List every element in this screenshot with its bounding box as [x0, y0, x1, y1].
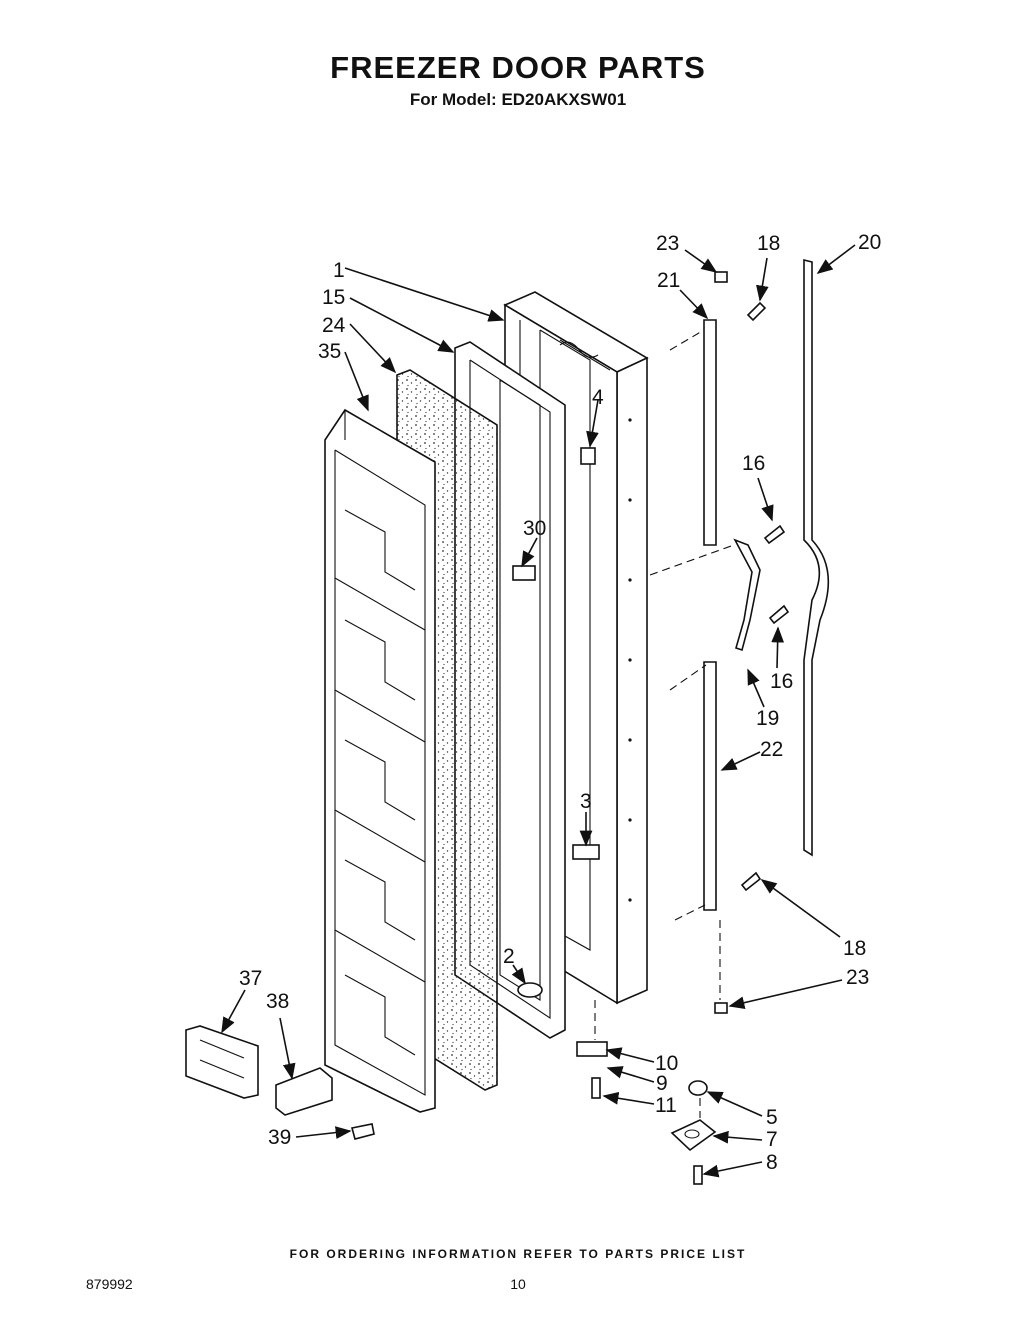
hinge-3 [572, 844, 600, 860]
screw-11 [591, 1077, 601, 1099]
callout-22: 22 [760, 738, 783, 761]
shelf-front-37 [185, 1025, 259, 1099]
end-cap-top [714, 271, 728, 283]
callout-18-top: 18 [757, 232, 780, 255]
callout-15: 15 [322, 286, 345, 309]
callout-16-lower: 16 [770, 670, 793, 693]
callout-30: 30 [523, 517, 546, 540]
callout-10: 10 [655, 1052, 678, 1075]
handle-bracket [733, 538, 761, 652]
callout-23-bottom: 23 [846, 966, 869, 989]
page-title: FREEZER DOOR PARTS [330, 50, 706, 85]
clip-30 [512, 565, 536, 581]
screw-18-top [746, 301, 767, 322]
callout-9: 9 [656, 1072, 668, 1095]
shelf-retainer-38 [275, 1067, 333, 1116]
callout-7: 7 [766, 1128, 778, 1151]
callout-3: 3 [580, 790, 592, 813]
callout-16-upper: 16 [742, 452, 765, 475]
screw-8 [693, 1165, 703, 1185]
callout-1: 1 [333, 259, 345, 282]
document-number: 879992 [86, 1276, 133, 1292]
callout-11: 11 [655, 1094, 677, 1117]
callout-2: 2 [503, 945, 515, 968]
screw-16-upper [763, 524, 786, 545]
plug-4 [580, 447, 596, 465]
page-number: 10 [510, 1276, 526, 1292]
callout-8: 8 [766, 1151, 778, 1174]
end-cap-bottom [714, 1002, 728, 1014]
callout-20: 20 [858, 231, 881, 254]
callout-24: 24 [322, 314, 346, 337]
callout-38: 38 [266, 990, 289, 1013]
callout-39: 39 [268, 1126, 291, 1149]
lower-trim-strip [703, 661, 717, 911]
model-subtitle: For Model: ED20AKXSW01 [409, 90, 627, 109]
callout-4: 4 [592, 386, 604, 409]
screw-39 [351, 1123, 375, 1140]
stop-2 [517, 982, 543, 998]
hinge-plate-10 [576, 1041, 608, 1057]
callout-35: 35 [318, 340, 341, 363]
callout-5: 5 [766, 1106, 778, 1129]
callout-18-bottom: 18 [843, 937, 866, 960]
upper-trim-strip [703, 319, 717, 546]
callout-37: 37 [239, 967, 262, 990]
callout-23-top: 23 [656, 232, 679, 255]
hinge-bracket-7 [670, 1119, 717, 1152]
door-handle [803, 258, 830, 857]
screw-16-lower [768, 604, 790, 625]
ordering-info-footer: FOR ORDERING INFORMATION REFER TO PARTS … [289, 1247, 747, 1261]
callout-19: 19 [756, 707, 779, 730]
callout-21: 21 [657, 269, 680, 292]
inner-door-liner [324, 408, 436, 1113]
screw-18-bottom [740, 871, 762, 892]
bushing-5 [688, 1080, 708, 1096]
